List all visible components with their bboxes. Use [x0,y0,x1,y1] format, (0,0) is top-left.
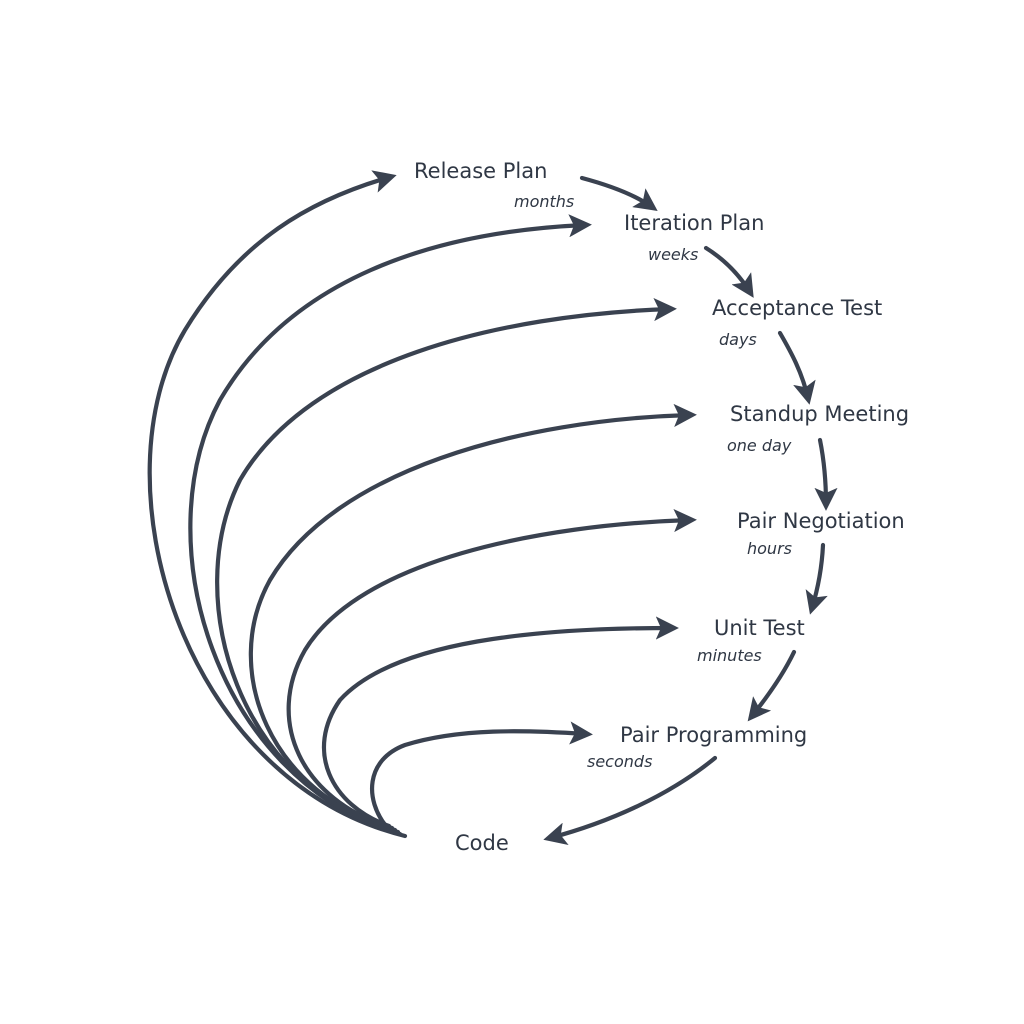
node-timescale: one day [727,436,792,455]
node-standup-meeting: Standup Meeting one day [727,402,909,455]
arc-code-to-iteration-plan [188,214,592,837]
node-timescale: months [514,192,574,211]
node-pair-negotiation: Pair Negotiation hours [737,509,905,558]
node-pair-programming: Pair Programming seconds [587,723,807,771]
node-iteration-plan: Iteration Plan weeks [624,211,764,264]
node-code: Code [455,831,509,855]
node-label: Pair Negotiation [737,509,905,533]
node-label: Code [455,831,509,855]
arc-code-to-pair-negotiation [286,508,697,831]
arrow-release-to-iteration [579,175,658,211]
node-acceptance-test: Acceptance Test days [712,296,882,349]
node-unit-test: Unit Test minutes [697,616,805,665]
node-label: Standup Meeting [730,402,909,426]
arrow-pairprog-to-code [543,755,718,845]
arrow-unit-to-pairprog [747,649,797,722]
return-arcs [147,170,697,839]
node-release-plan: Release Plan months [414,159,574,211]
node-label: Iteration Plan [624,211,764,235]
node-label: Release Plan [414,159,547,183]
arrow-standup-to-negotiation [814,437,838,511]
arc-code-to-acceptance-test [215,298,677,835]
node-label: Acceptance Test [712,296,882,320]
arc-code-to-standup-meeting [248,403,697,833]
arc-code-to-release-plan [147,170,408,839]
node-timescale: hours [747,539,792,558]
arc-code-to-pair-programming [370,721,593,829]
arrow-negotiation-to-unit [805,542,828,615]
arc-code-to-unit-test [321,616,679,829]
node-label: Unit Test [714,616,805,640]
node-label: Pair Programming [620,723,807,747]
node-timescale: minutes [697,646,762,665]
node-timescale: days [719,330,757,349]
node-timescale: seconds [587,752,652,771]
arrow-acceptance-to-standup [777,330,816,405]
forward-arrows [543,175,838,845]
node-timescale: weeks [648,245,698,264]
arrow-iteration-to-acceptance [703,245,754,298]
